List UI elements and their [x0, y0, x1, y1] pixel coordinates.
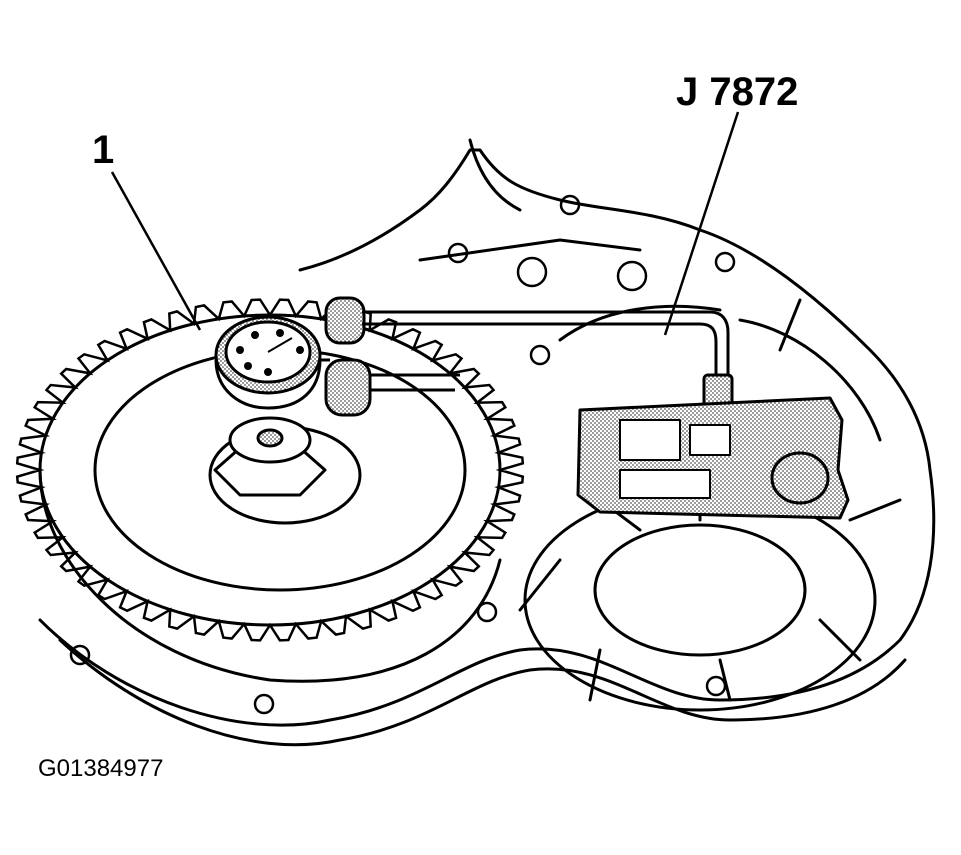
- bolt-holes: [69, 194, 736, 715]
- leader-tool: [663, 111, 740, 336]
- bearing-bore-outer: [523, 488, 877, 712]
- magnetic-base-switch: [689, 424, 731, 456]
- magnetic-base-knob: [770, 451, 830, 505]
- dial-body: [214, 359, 322, 410]
- gear-tooth-ring: [15, 298, 525, 642]
- clamp-block-lower: [324, 358, 372, 417]
- tool-arm-lower: [362, 322, 718, 380]
- case-rib: [468, 138, 522, 212]
- gear-teeth: [15, 298, 525, 642]
- gauge-post: [370, 373, 460, 392]
- dial-needle: [267, 337, 293, 353]
- tool-arm: [362, 310, 730, 380]
- shaft-bore: [256, 428, 284, 448]
- magnetic-base-window: [619, 419, 681, 461]
- clamp-block-upper: [324, 296, 366, 345]
- dial-ticks: [236, 329, 304, 376]
- bearing-bore-inner: [593, 523, 807, 657]
- magnetic-base-lower: [619, 469, 711, 499]
- gear-rim-side: [38, 468, 502, 683]
- bore-ribs-3: [558, 304, 722, 342]
- case-outline: [38, 148, 936, 727]
- figure-id: G01384977: [38, 755, 164, 782]
- callout-item-1: 1: [92, 128, 115, 172]
- leader-item-1: [110, 171, 202, 331]
- callout-tool-j7872: J 7872: [676, 70, 799, 114]
- bore-ribs-2: [738, 318, 882, 442]
- case-inner-edge: [58, 638, 907, 747]
